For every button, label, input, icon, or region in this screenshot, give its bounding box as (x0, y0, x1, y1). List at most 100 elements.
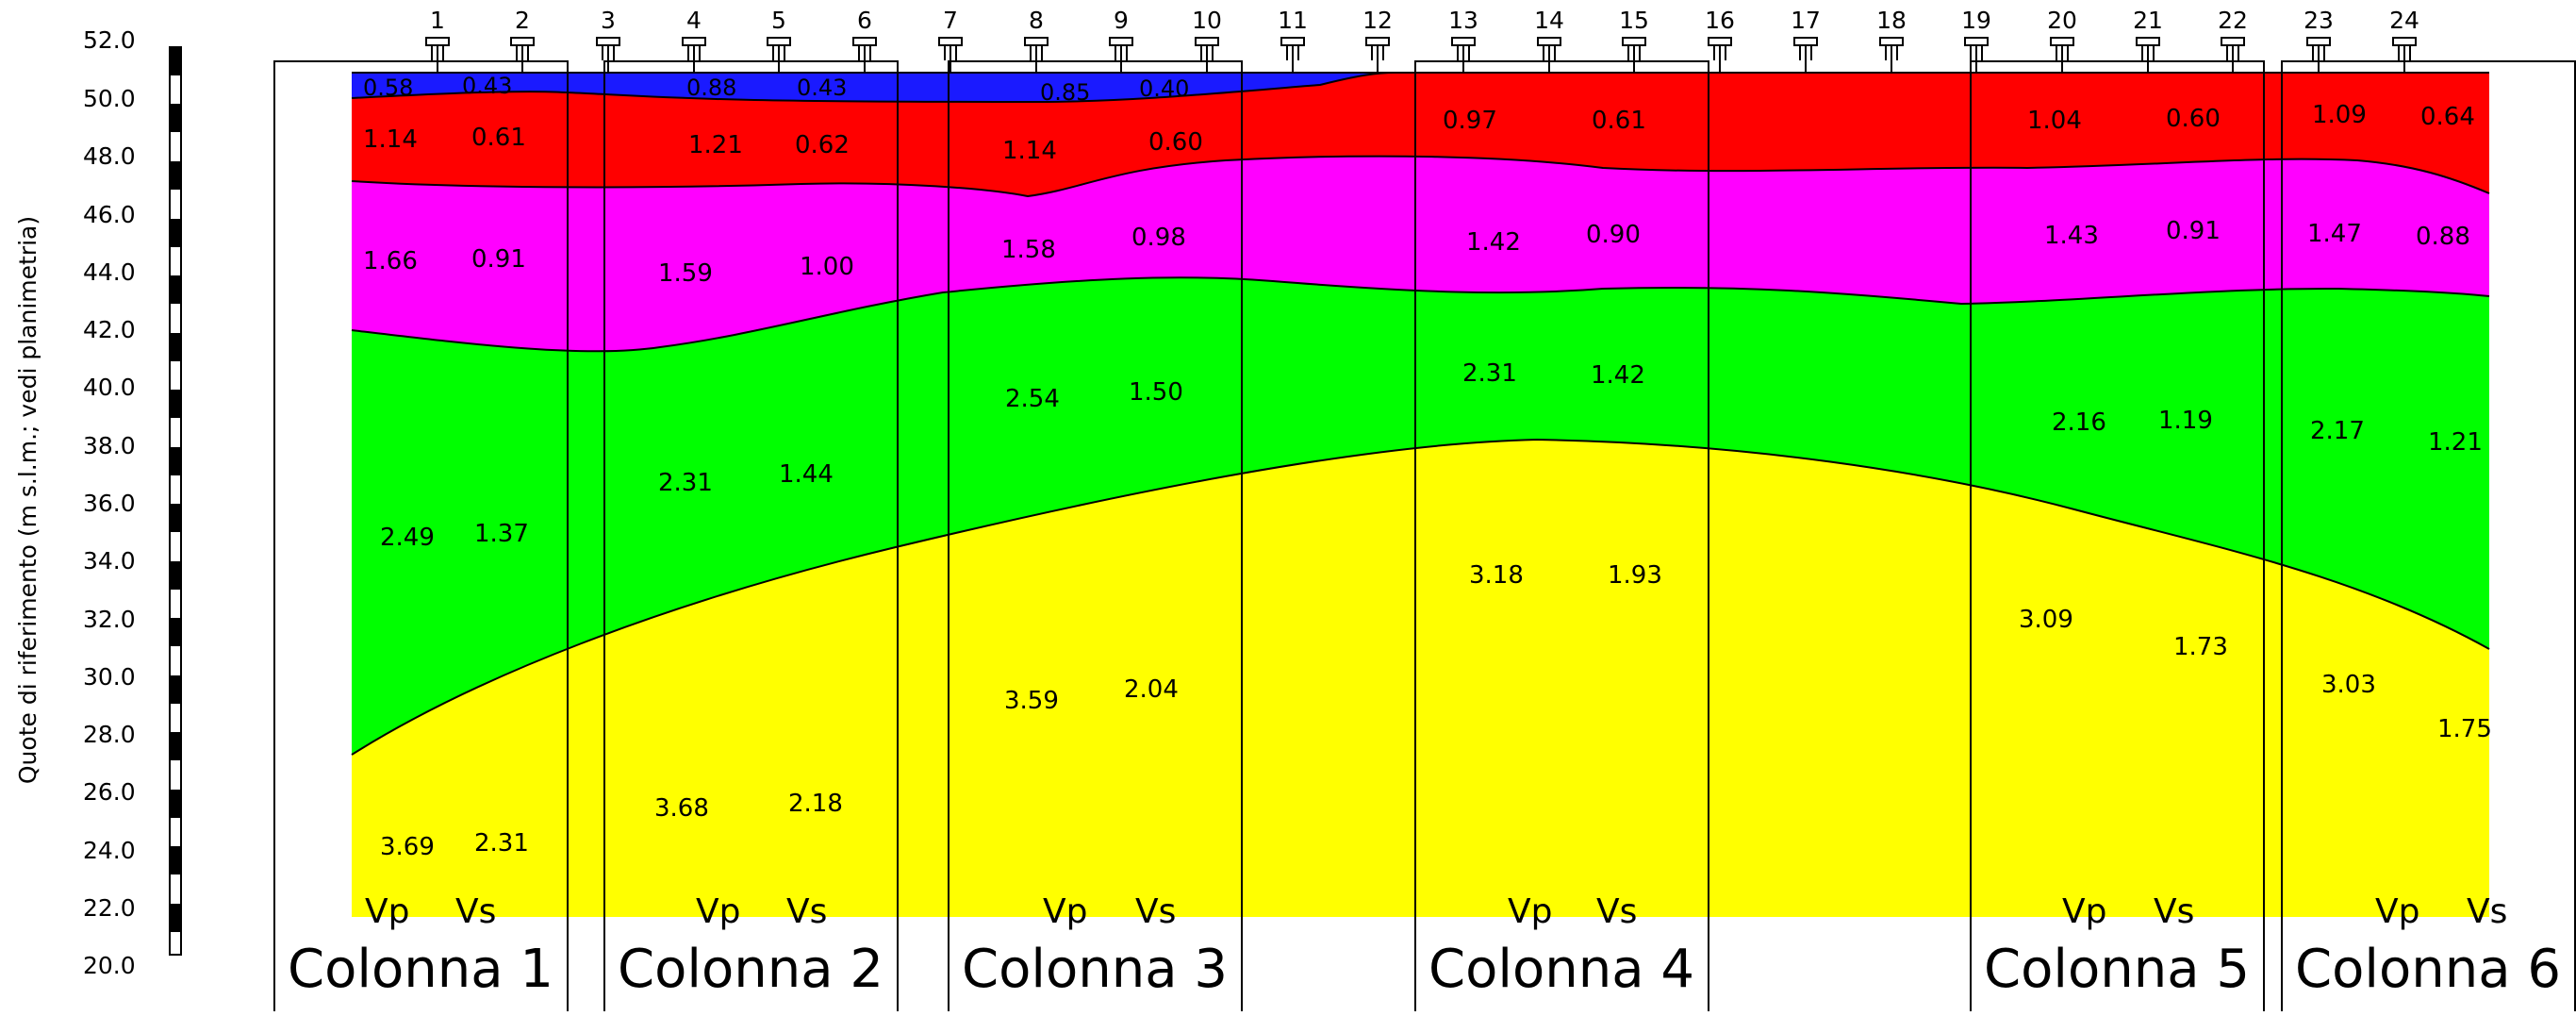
geophone-label: 19 (1961, 7, 1991, 34)
vs-value: 0.43 (462, 73, 512, 99)
vs-value: 0.60 (1148, 128, 1203, 157)
geophones: 1 2 3 4 5 6 7 8 (425, 7, 2419, 72)
y-tick-label: 40.0 (83, 374, 136, 401)
geophone: 20 (2047, 7, 2077, 72)
vp-value: 2.31 (658, 469, 713, 497)
geophone: 9 (1109, 7, 1133, 72)
y-tick-label: 44.0 (83, 258, 136, 286)
boundary-line (351, 438, 2490, 756)
column-title-1: Colonna 1 (288, 939, 553, 1000)
geophone-icon (1879, 37, 1904, 72)
geophone-label: 9 (1114, 7, 1129, 34)
vp-value: 0.85 (1040, 79, 1090, 106)
y-tick-label: 26.0 (83, 778, 136, 806)
column-title-6: Colonna 6 (2295, 939, 2561, 1000)
geophone: 23 (2304, 7, 2334, 72)
vp-value: 1.58 (1001, 236, 1056, 264)
geophone-icon (1793, 37, 1818, 72)
layer-5-yellow (352, 440, 2489, 917)
vp-value: 3.68 (654, 794, 709, 823)
vp-value: 1.04 (2027, 107, 2082, 135)
column-title-3: Colonna 3 (962, 939, 1228, 1000)
y-axis-tick-labels: 52.0 50.0 48.0 46.0 44.0 42.0 40.0 38.0 … (83, 26, 136, 979)
y-tick-label: 46.0 (83, 201, 136, 228)
vs-value: 0.91 (2166, 217, 2221, 245)
vp-value: 1.66 (363, 247, 418, 275)
geophone-label: 20 (2047, 7, 2077, 34)
geophone-label: 11 (1278, 7, 1308, 34)
vs-value: 0.60 (2166, 105, 2221, 133)
y-axis-title: Quote di riferimento (m s.l.m.; vedi pla… (14, 216, 41, 784)
geophone: 19 (1961, 7, 1991, 72)
geophone: 17 (1791, 7, 1821, 72)
vp-value: 1.47 (2307, 220, 2362, 248)
vs-value: 2.04 (1124, 675, 1179, 704)
geophone-icon (852, 37, 877, 72)
vs-header: Vs (786, 892, 827, 931)
vs-value: 1.21 (2428, 428, 2483, 457)
geophone: 6 (852, 7, 877, 72)
geophone: 11 (1278, 7, 1308, 72)
vs-value: 1.00 (800, 253, 854, 281)
vs-value: 1.37 (474, 520, 529, 548)
y-tick-label: 48.0 (83, 142, 136, 170)
vp-value: 2.16 (2052, 408, 2106, 437)
vp-value: 1.21 (688, 131, 743, 159)
geophone: 15 (1619, 7, 1649, 72)
geophone-icon (938, 37, 963, 72)
vp-header: Vp (1508, 892, 1552, 931)
boundary-line (351, 155, 2490, 198)
vp-value: 3.59 (1004, 687, 1059, 715)
geophone-icon (1451, 37, 1476, 72)
geophone: 16 (1705, 7, 1735, 72)
velocity-labels: 0.58 0.43 1.14 0.61 1.66 0.91 2.49 1.37 … (363, 73, 2492, 861)
geophone: 12 (1362, 7, 1393, 72)
geophone-icon (1280, 37, 1305, 72)
vp-vs-headers: Vp Vs Vp Vs Vp Vs Vp Vs Vp Vs Vp Vs (365, 892, 2507, 931)
y-tick-label: 50.0 (83, 85, 136, 112)
vs-value: 0.98 (1131, 224, 1186, 252)
vp-value: 3.18 (1469, 561, 1524, 590)
geophone-icon (1537, 37, 1561, 72)
geophone: 21 (2133, 7, 2163, 72)
geophone: 2 (510, 7, 535, 72)
geophone-label: 4 (686, 7, 702, 34)
vs-value: 1.19 (2158, 407, 2213, 435)
geophone-label: 24 (2389, 7, 2419, 34)
vp-value: 2.17 (2310, 417, 2365, 445)
vs-value: 1.93 (1608, 561, 1662, 590)
vp-value: 0.88 (686, 75, 736, 101)
geophone: 4 (682, 7, 706, 72)
vs-header: Vs (2154, 892, 2194, 931)
elevation-scale-bar (169, 46, 182, 956)
column-title-5: Colonna 5 (1984, 939, 2250, 1000)
geophone-icon (425, 37, 450, 72)
y-tick-label: 38.0 (83, 432, 136, 459)
vp-value: 0.97 (1443, 107, 1497, 135)
vp-value: 1.59 (658, 259, 713, 288)
geophone-label: 14 (1534, 7, 1564, 34)
y-tick-label: 42.0 (83, 316, 136, 343)
vp-value: 3.03 (2321, 671, 2376, 699)
y-tick-label: 24.0 (83, 837, 136, 864)
geophone: 22 (2218, 7, 2248, 72)
vp-value: 1.14 (363, 125, 418, 154)
geophone-label: 15 (1619, 7, 1649, 34)
vp-value: 1.43 (2044, 222, 2099, 250)
vs-value: 1.50 (1129, 378, 1183, 407)
vp-value: 3.09 (2019, 606, 2073, 634)
geophone-icon (1622, 37, 1646, 72)
vs-value: 0.64 (2420, 103, 2475, 131)
vs-value: 0.40 (1139, 75, 1189, 102)
column-titles: Colonna 1 Colonna 2 Colonna 3 Colonna 4 … (288, 939, 2561, 1000)
geophone: 24 (2389, 7, 2419, 72)
vs-value: 1.73 (2173, 633, 2228, 661)
geophone: 18 (1876, 7, 1907, 72)
y-tick-label: 36.0 (83, 490, 136, 517)
vs-value: 0.61 (1592, 107, 1646, 135)
geophone-icon (510, 37, 535, 72)
geophone-label: 3 (601, 7, 616, 34)
geophone-icon (2392, 37, 2417, 72)
vs-value: 0.62 (795, 131, 850, 159)
